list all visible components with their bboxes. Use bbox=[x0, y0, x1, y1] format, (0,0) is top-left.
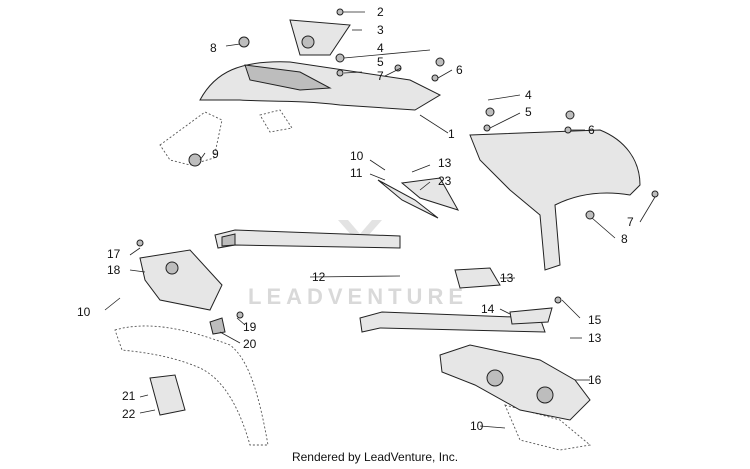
part-4-bolt-b bbox=[435, 57, 445, 67]
callout-4-top: 4 bbox=[377, 41, 384, 55]
part-23-bracket bbox=[400, 177, 460, 211]
callout-13-upper: 13 bbox=[438, 156, 452, 170]
watermark-text: LEADVENTURE bbox=[248, 284, 468, 309]
part-18-bracket bbox=[139, 249, 223, 311]
callout-21: 21 bbox=[122, 389, 136, 403]
part-15-screw bbox=[554, 296, 562, 304]
part-19-screw bbox=[236, 311, 244, 319]
part-11-bracket bbox=[377, 179, 439, 219]
part-2-screw bbox=[336, 8, 344, 16]
footer-credit: Rendered by LeadVenture, Inc. bbox=[291, 450, 459, 464]
part-20-clip bbox=[209, 317, 226, 335]
callout-23: 23 bbox=[438, 174, 452, 188]
part-17-screw bbox=[136, 239, 144, 247]
callout-19: 19 bbox=[243, 320, 257, 334]
part-1-side-panel bbox=[469, 129, 641, 271]
hardware-fasteners bbox=[136, 8, 659, 319]
part-4-bolt-right bbox=[485, 107, 495, 117]
callout-5-top: 5 bbox=[377, 55, 384, 69]
callout-14: 14 bbox=[481, 302, 495, 316]
part-16-mount-bracket bbox=[439, 344, 591, 421]
callout-16: 16 bbox=[588, 373, 602, 387]
part-8-bolt-right bbox=[585, 210, 595, 220]
callout-18: 18 bbox=[107, 263, 121, 277]
callout-4-right: 4 bbox=[525, 88, 532, 102]
callout-13-middle: 13 bbox=[500, 271, 514, 285]
callout-1: 1 bbox=[448, 127, 455, 141]
part-4-bolt bbox=[335, 53, 345, 63]
part-8-bolt-left bbox=[238, 36, 250, 48]
callout-11: 11 bbox=[350, 166, 363, 180]
callout-6-top: 6 bbox=[456, 63, 463, 77]
callout-9: 9 bbox=[212, 147, 219, 161]
part-21-22-plate bbox=[149, 374, 186, 416]
callout-13-lower: 13 bbox=[588, 331, 602, 345]
callout-20: 20 bbox=[243, 337, 257, 351]
callout-2: 2 bbox=[377, 5, 384, 19]
leader-lines bbox=[104, 11, 656, 429]
part-6-washer-right bbox=[564, 126, 572, 134]
callout-7-right: 7 bbox=[627, 215, 634, 229]
callout-labels: 2 3 8 4 5 7 6 1 4 5 6 9 10 11 13 23 7 8 … bbox=[77, 5, 634, 433]
part-9-grommet bbox=[188, 153, 202, 167]
callout-8-right: 8 bbox=[621, 232, 628, 246]
callout-17: 17 bbox=[107, 247, 121, 261]
callout-10-left: 10 bbox=[77, 305, 91, 319]
callout-12: 12 bbox=[312, 270, 326, 284]
callout-10-lower: 10 bbox=[470, 419, 484, 433]
part-5-washer bbox=[336, 69, 344, 77]
part-6-washer bbox=[431, 74, 439, 82]
callout-6-right: 6 bbox=[588, 123, 595, 137]
part-1-front-panel bbox=[199, 61, 442, 111]
callout-3: 3 bbox=[377, 23, 384, 37]
part-4-bolt-right-b bbox=[565, 110, 575, 120]
part-3-light-housing bbox=[289, 19, 351, 56]
callout-8-left: 8 bbox=[210, 41, 217, 55]
frame-ghost-outlines bbox=[114, 109, 592, 451]
part-5-washer-right bbox=[483, 124, 491, 132]
callout-10-upper: 10 bbox=[350, 149, 364, 163]
part-14-plate bbox=[454, 267, 553, 325]
callout-7-top: 7 bbox=[377, 69, 384, 83]
part-12-lower-bar bbox=[359, 311, 546, 333]
watermark: LEADVENTURE bbox=[248, 220, 468, 309]
callout-5-right: 5 bbox=[525, 105, 532, 119]
part-12-upper-bar bbox=[214, 229, 401, 249]
part-7-screw bbox=[394, 64, 402, 72]
part-7-screw-right bbox=[651, 190, 659, 198]
callout-22: 22 bbox=[122, 407, 136, 421]
callout-15: 15 bbox=[588, 313, 602, 327]
